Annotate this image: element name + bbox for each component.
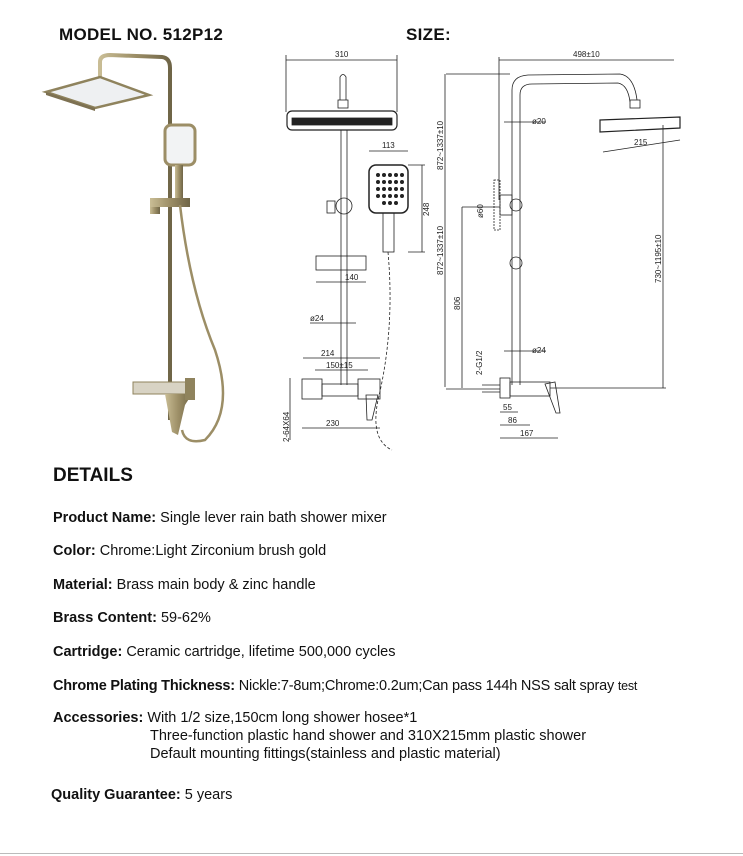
detail-label: Cartridge:	[53, 644, 123, 660]
dim-bracket-height: 806	[453, 296, 462, 310]
detail-product-name: Product Name: Single lever rain bath sho…	[53, 510, 387, 526]
dim-bracket-dia: ø60	[476, 204, 485, 218]
front-dimension-drawing	[285, 55, 446, 451]
dim-side-height-range: 872~1337±10	[436, 120, 445, 170]
dim-base-width: 230	[326, 419, 340, 428]
dim-centers: 150±15	[326, 361, 353, 370]
detail-value: 5 years	[184, 787, 233, 803]
product-image: 310 113 248 872~1337±10 140 ø24 214 150±…	[41, 50, 681, 451]
detail-label: Accessories:	[53, 710, 144, 726]
accessory-line: Three-function plastic hand shower and 3…	[150, 728, 587, 744]
detail-label: Quality Guarantee:	[51, 787, 181, 803]
front-dimension-labels: 310 113 248 872~1337±10 140 ø24 214 150±…	[282, 50, 445, 442]
side-dimension-drawing	[446, 57, 681, 439]
detail-label: Material:	[53, 577, 113, 593]
dim-holder: 140	[345, 273, 359, 282]
detail-value: Ceramic cartridge, lifetime 500,000 cycl…	[126, 644, 396, 660]
dim-mixer-width: 214	[321, 349, 335, 358]
detail-cartridge: Cartridge: Ceramic cartridge, lifetime 5…	[53, 644, 396, 660]
dim-86: 86	[508, 416, 517, 425]
accessory-line: Default mounting fittings(stainless and …	[150, 746, 501, 762]
dim-head-height: 730~1195±10	[654, 234, 663, 283]
dim-reach: 498±10	[573, 50, 600, 59]
detail-label: Color:	[53, 543, 96, 559]
detail-value: Single lever rain bath shower mixer	[160, 510, 387, 526]
accessory-line: With 1/2 size,150cm long shower hosee*1	[147, 710, 418, 726]
detail-color: Color: Chrome:Light Zirconium brush gold	[53, 543, 326, 559]
size-heading: SIZE:	[406, 25, 451, 44]
dim-head-depth: 215	[634, 138, 648, 147]
detail-guarantee: Quality Guarantee: 5 years	[51, 787, 232, 803]
dim-hand-height: 248	[422, 202, 431, 216]
details-heading: DETAILS	[53, 465, 133, 486]
dim-height-range: 872~1337±10	[436, 225, 445, 275]
detail-label: Chrome Plating Thickness:	[53, 678, 235, 694]
detail-brass-content: Brass Content: 59-62%	[53, 610, 211, 626]
model-number: MODEL NO. 512P12	[59, 25, 224, 44]
dim-inlet: 2-G1/2	[475, 350, 484, 375]
detail-value: 59-62%	[160, 610, 211, 626]
dim-flange: 2-64X64	[282, 411, 291, 442]
detail-value: Brass main body & zinc handle	[116, 577, 316, 593]
detail-value-small: test	[617, 679, 638, 693]
dim-pipe: ø24	[310, 314, 324, 323]
dim-167: 167	[520, 429, 534, 438]
dim-hand-width: 113	[382, 141, 395, 150]
page-divider	[0, 853, 743, 854]
dim-side-pipe: ø24	[532, 346, 546, 355]
dim-head-width: 310	[335, 50, 349, 59]
dim-55: 55	[503, 403, 512, 412]
detail-label: Brass Content:	[53, 610, 157, 626]
shower-set-photo	[41, 52, 225, 443]
detail-label: Product Name:	[53, 510, 157, 526]
detail-material: Material: Brass main body & zinc handle	[53, 577, 316, 593]
side-dimension-labels: 498±10 ø20 215 ø60 872~1337±10 806 730~1…	[436, 50, 663, 438]
dim-upper-dia: ø20	[532, 117, 546, 126]
detail-plating: Chrome Plating Thickness: Nickle:7-8um;C…	[53, 678, 637, 694]
detail-value: Chrome:Light Zirconium brush gold	[99, 543, 327, 559]
detail-value: Nickle:7-8um;Chrome:0.2um;Can pass 144h …	[238, 678, 615, 694]
detail-accessories: Accessories: With 1/2 size,150cm long sh…	[53, 710, 417, 726]
